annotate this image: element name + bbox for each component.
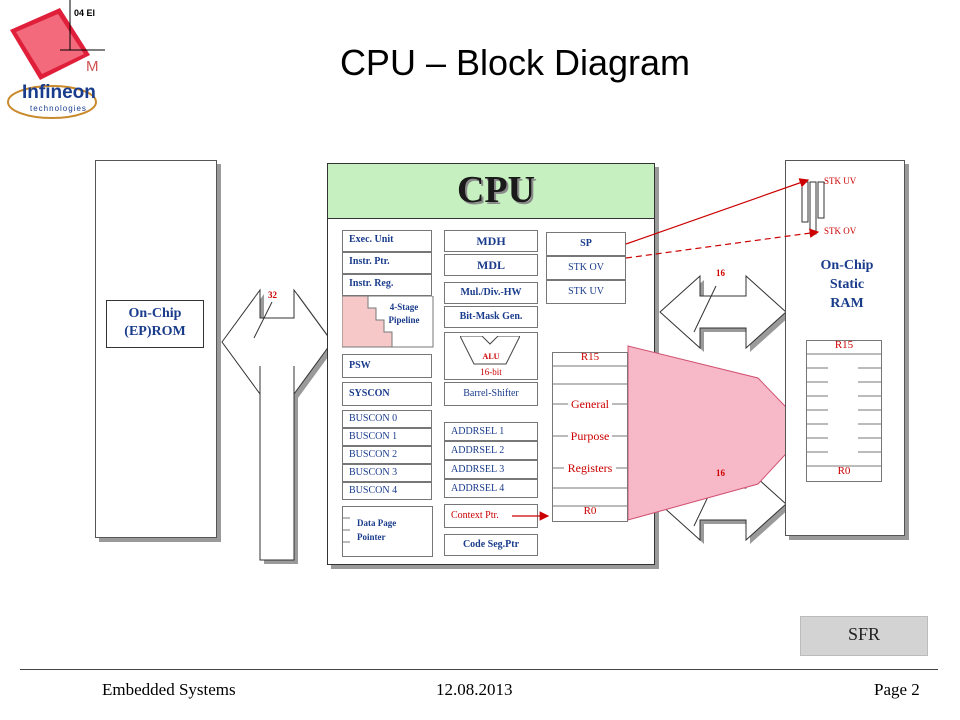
mul-div-cell: Mul./Div.-HW xyxy=(444,282,538,304)
pipeline-line2: Pipeline xyxy=(388,315,420,325)
footer-left: Embedded Systems xyxy=(102,680,236,699)
psw-cell: PSW xyxy=(342,354,432,378)
ram-r15: R15 xyxy=(834,339,854,351)
pipeline-staircase-icon xyxy=(342,296,434,348)
gpr-line2: Purpose xyxy=(570,429,610,443)
stk-uv-cell: STK UV xyxy=(546,280,626,304)
ram-register-dividers xyxy=(806,353,882,467)
logo-corner-text: 04 El xyxy=(74,8,96,18)
pipeline-line1: 4-Stage xyxy=(389,302,419,312)
ram-bus-width-top: 16 xyxy=(716,268,725,278)
code-seg-cell: Code Seg.Ptr xyxy=(444,534,538,556)
barrel-shifter-cell: Barrel-Shifter xyxy=(444,382,538,406)
footer-date: 12.08.2013 xyxy=(436,680,513,699)
alu-label: ALU xyxy=(482,352,500,361)
addrsel-1-cell: ADDRSEL 1 xyxy=(444,422,538,441)
mdh-cell: MDH xyxy=(444,230,538,252)
rom-label-line1: On-Chip xyxy=(128,306,182,321)
logo-mark-icon xyxy=(7,0,105,119)
gpr-r0: R0 xyxy=(583,505,597,517)
syscon-cell: SYSCON xyxy=(342,382,432,406)
gpr-dividers xyxy=(552,365,628,507)
gpr-line1: General xyxy=(571,397,609,411)
gpr-r15: R15 xyxy=(580,351,600,363)
sfr-label: SFR xyxy=(847,624,881,644)
sfr-box xyxy=(800,616,928,656)
ram-bus-width-bottom: 16 xyxy=(716,468,725,478)
rom-label-box xyxy=(106,300,204,348)
alu-bits-label: 16-bit xyxy=(480,367,502,377)
addrsel-3-cell: ADDRSEL 3 xyxy=(444,460,538,479)
rom-cpu-bus-arrow xyxy=(221,288,336,564)
data-page-line2: Pointer xyxy=(357,532,386,542)
buscon-4-cell: BUSCON 4 xyxy=(342,482,432,500)
addrsel-2-cell: ADDRSEL 2 xyxy=(444,441,538,460)
data-page-line1: Data Page xyxy=(357,518,397,528)
page-title: CPU – Block Diagram xyxy=(339,42,691,83)
infineon-logo: 04 El M Infineon technologies xyxy=(0,0,130,130)
logo-brand-text: Infineon xyxy=(22,82,96,103)
rom-label-line2: (EP)ROM xyxy=(124,324,186,339)
stk-ov-arrow xyxy=(625,228,820,259)
rom-block xyxy=(95,160,217,538)
instr-ptr-cell: Instr. Ptr. xyxy=(342,252,432,274)
sp-cell: SP xyxy=(546,232,626,256)
logo-sub-text: technologies xyxy=(30,104,87,113)
data-page-pointer-box xyxy=(342,506,433,557)
ram-bus-upper-arrow xyxy=(659,274,790,352)
ram-register-bank xyxy=(806,340,882,482)
cpu-header xyxy=(327,163,655,219)
gpr-line3: Registers xyxy=(567,461,613,475)
ram-r0: R0 xyxy=(837,465,851,477)
ram-stk-uv: STK UV xyxy=(824,176,857,186)
buscon-0-cell: BUSCON 0 xyxy=(342,410,432,428)
footer-page: Page 2 xyxy=(874,680,920,699)
rom-bus-width: 32 xyxy=(268,290,277,300)
buscon-3-cell: BUSCON 3 xyxy=(342,464,432,482)
ram-label-line1: On-Chip xyxy=(820,258,874,273)
footer-divider xyxy=(20,669,938,670)
buscon-2-cell: BUSCON 2 xyxy=(342,446,432,464)
buscon-1-cell: BUSCON 1 xyxy=(342,428,432,446)
cpu-title: CPU xyxy=(456,169,536,211)
instr-reg-cell: Instr. Reg. xyxy=(342,274,432,296)
logo-m-text: M xyxy=(86,58,99,75)
alu-shape-icon xyxy=(460,336,520,365)
ram-label-line2: Static xyxy=(829,277,865,292)
gpr-block xyxy=(552,352,628,522)
mdl-cell: MDL xyxy=(444,254,538,276)
ram-stk-ov: STK OV xyxy=(824,226,857,236)
addrsel-4-cell: ADDRSEL 4 xyxy=(444,479,538,498)
bitmask-cell: Bit-Mask Gen. xyxy=(444,306,538,328)
stk-ov-cell: STK OV xyxy=(546,256,626,280)
exec-unit-cell: Exec. Unit xyxy=(342,230,432,252)
stk-uv-arrow xyxy=(625,178,810,245)
ram-label-line3: RAM xyxy=(830,296,864,311)
